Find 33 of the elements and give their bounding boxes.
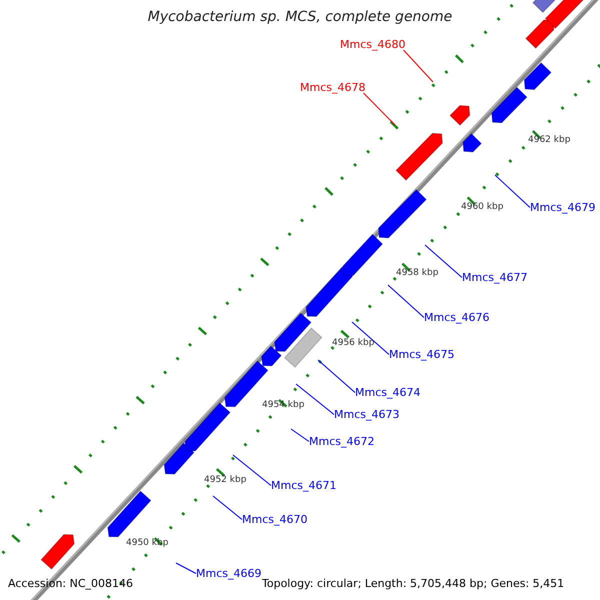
tick-label: 4956 kbp — [332, 339, 374, 348]
gene-label: Mmcs_4672 — [309, 436, 374, 447]
leader-line — [232, 454, 272, 486]
gene-label: Mmcs_4671 — [271, 480, 336, 491]
gene-label: Mmcs_4680 — [340, 39, 406, 50]
gene-label: Mmcs_4678 — [300, 82, 366, 93]
gene-label: Mmcs_4679 — [530, 202, 596, 213]
gene-label: Mmcs_4676 — [424, 312, 490, 323]
leader-line — [296, 384, 334, 415]
leader-line — [176, 562, 196, 574]
gene-label: Mmcs_4669 — [196, 568, 262, 579]
leader-line — [494, 174, 530, 208]
gene-label: Mmcs_4673 — [334, 409, 400, 420]
leader-line — [388, 284, 424, 318]
tick-label: 4960 kbp — [461, 203, 504, 212]
tick-label: 4958 kbp — [396, 269, 438, 278]
accession-text: Accession: NC_008146 — [8, 578, 134, 589]
leader-line — [362, 92, 396, 126]
leader-line — [352, 322, 390, 355]
leader-line — [424, 244, 462, 278]
tick-label: 4952 kbp — [204, 476, 246, 485]
genome-stats-text: Topology: circular; Length: 5,705,448 bp; Genes: 5,451 — [262, 578, 564, 589]
leader-line — [212, 496, 242, 520]
tick-label: 4962 kbp — [528, 136, 570, 145]
leader-line — [290, 428, 310, 442]
gene-label: Mmcs_4675 — [389, 349, 454, 360]
map-title: Mycobacterium sp. MCS, complete genome — [146, 10, 454, 24]
gene-label: Mmcs_4677 — [462, 272, 528, 283]
gene-label: Mmcs_4670 — [242, 514, 308, 525]
gene-label: Mmcs_4674 — [355, 387, 420, 398]
leader-line — [318, 360, 356, 393]
tick-label: 4954 kbp — [262, 401, 304, 410]
leader-line — [402, 50, 434, 82]
